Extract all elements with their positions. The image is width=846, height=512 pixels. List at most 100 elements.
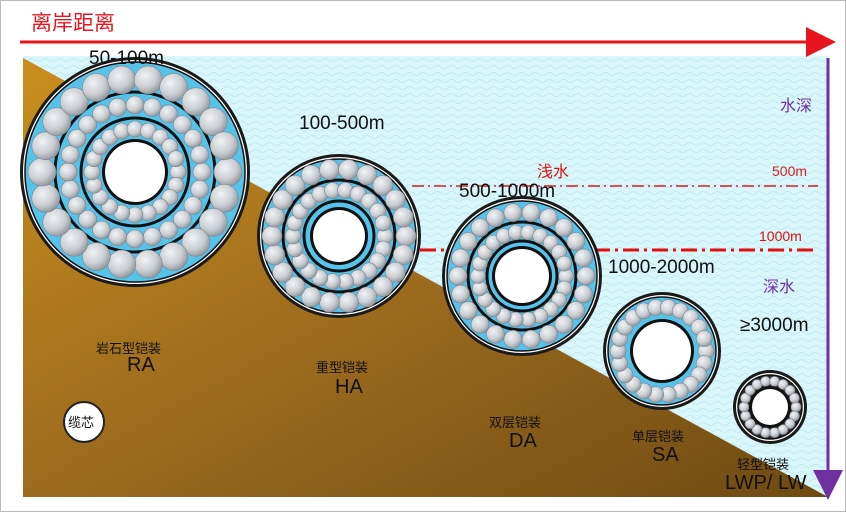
armor-wire [695, 330, 713, 347]
armor-type-name: 单层铠装 [632, 430, 685, 445]
layer-separator [79, 116, 191, 228]
armor-wire [107, 249, 137, 279]
armor-wire [521, 203, 541, 222]
armor-wire [59, 87, 89, 117]
armor-wire [125, 95, 145, 115]
armor-wire [300, 286, 322, 308]
armor-wire [209, 183, 239, 213]
armor-wire [284, 175, 306, 196]
armor-wire [392, 206, 414, 228]
armor-type-code: DA [509, 430, 537, 452]
armor-wire [556, 255, 573, 272]
armor-wire [784, 384, 796, 396]
armor-wire [574, 284, 593, 304]
cable-cross-section [20, 57, 250, 287]
armor-wire [59, 227, 89, 257]
armor-wire [392, 244, 414, 266]
armor-wire [784, 418, 796, 430]
armor-wire [554, 218, 574, 237]
armor-wire [198, 207, 228, 237]
armor-wire [338, 159, 359, 180]
armor-wire [300, 164, 322, 186]
armor-wire [173, 210, 192, 229]
armor-wire [82, 242, 111, 271]
range-label: ≥3000m [740, 315, 809, 336]
armor-wire [576, 266, 596, 286]
layer-separator [466, 220, 578, 332]
armor-wire [173, 115, 192, 134]
armor-wire [790, 401, 802, 413]
armor-wire [356, 164, 378, 186]
armor-wire [539, 324, 558, 344]
depth-axis-label: 水深 [780, 96, 813, 115]
armor-wire [107, 65, 137, 95]
layer-separator [485, 239, 559, 313]
armor-wire [503, 203, 523, 222]
armor-wire [167, 150, 185, 168]
armor-wire [159, 104, 178, 124]
armor-wire [574, 248, 593, 268]
core-legend-circle [63, 401, 105, 443]
armor-type-name: 双层铠装 [489, 416, 542, 431]
cable-core [633, 322, 691, 380]
shallow-water-label: 浅水 [537, 162, 570, 181]
armor-wire [264, 244, 286, 266]
armor-wire [58, 162, 78, 182]
armor-wire [213, 157, 243, 187]
armor-wire [159, 242, 188, 271]
armor-wire [521, 330, 541, 349]
armor-wire [125, 229, 145, 249]
armor-wire [458, 232, 478, 251]
armor-wire [566, 301, 586, 320]
armor-wire [67, 129, 87, 148]
depth-1000-label: 1000m [759, 228, 802, 244]
armor-wire [92, 104, 111, 124]
armor-wire [448, 266, 468, 286]
armor-wire [385, 261, 406, 283]
armor-wire [760, 376, 771, 387]
armor-wire [374, 214, 392, 232]
armor-wire [372, 175, 394, 196]
armor-wire [789, 392, 800, 404]
armor-wire [744, 384, 756, 396]
armor-wire [78, 115, 97, 134]
armor-wire [159, 220, 178, 240]
armor-wire [198, 107, 228, 137]
armor-wire [470, 218, 490, 237]
armor-wire [319, 292, 340, 313]
armor-wire [181, 227, 211, 257]
armor-wire [78, 210, 97, 229]
armor-type-name: 重型铠装 [316, 361, 369, 376]
armor-wire [470, 315, 490, 334]
armor-wire [108, 227, 127, 247]
armor-wire [183, 129, 203, 148]
depth-500-label: 500m [772, 163, 808, 179]
cable-cross-section [442, 196, 602, 356]
cable-cross-section [733, 370, 807, 444]
offshore-distance-title: 离岸距离 [31, 11, 115, 35]
armor-wire [183, 196, 203, 215]
armor-wire [338, 292, 359, 313]
armor-wire [143, 97, 162, 117]
armor-wire [566, 232, 586, 251]
armor-wire [740, 392, 751, 404]
armor-wire [539, 208, 558, 228]
armor-type-code: LWP/ LW [725, 472, 807, 494]
armor-wire [264, 206, 286, 228]
armor-wire [458, 301, 478, 320]
range-label: 500-1000m [459, 181, 556, 202]
armor-wire [372, 276, 394, 297]
cable-cross-section [603, 292, 721, 410]
armor-wire [27, 157, 57, 187]
armor-wire [192, 162, 212, 182]
armor-wire [789, 410, 800, 422]
armor-wire [42, 207, 72, 237]
layer-separator [302, 199, 376, 273]
armor-wire [143, 227, 162, 247]
armor-wire [42, 107, 72, 137]
cable-cross-section [257, 154, 421, 318]
armor-wire [209, 131, 239, 161]
armor-type-code: HA [335, 376, 363, 398]
layer-separator [281, 178, 397, 294]
